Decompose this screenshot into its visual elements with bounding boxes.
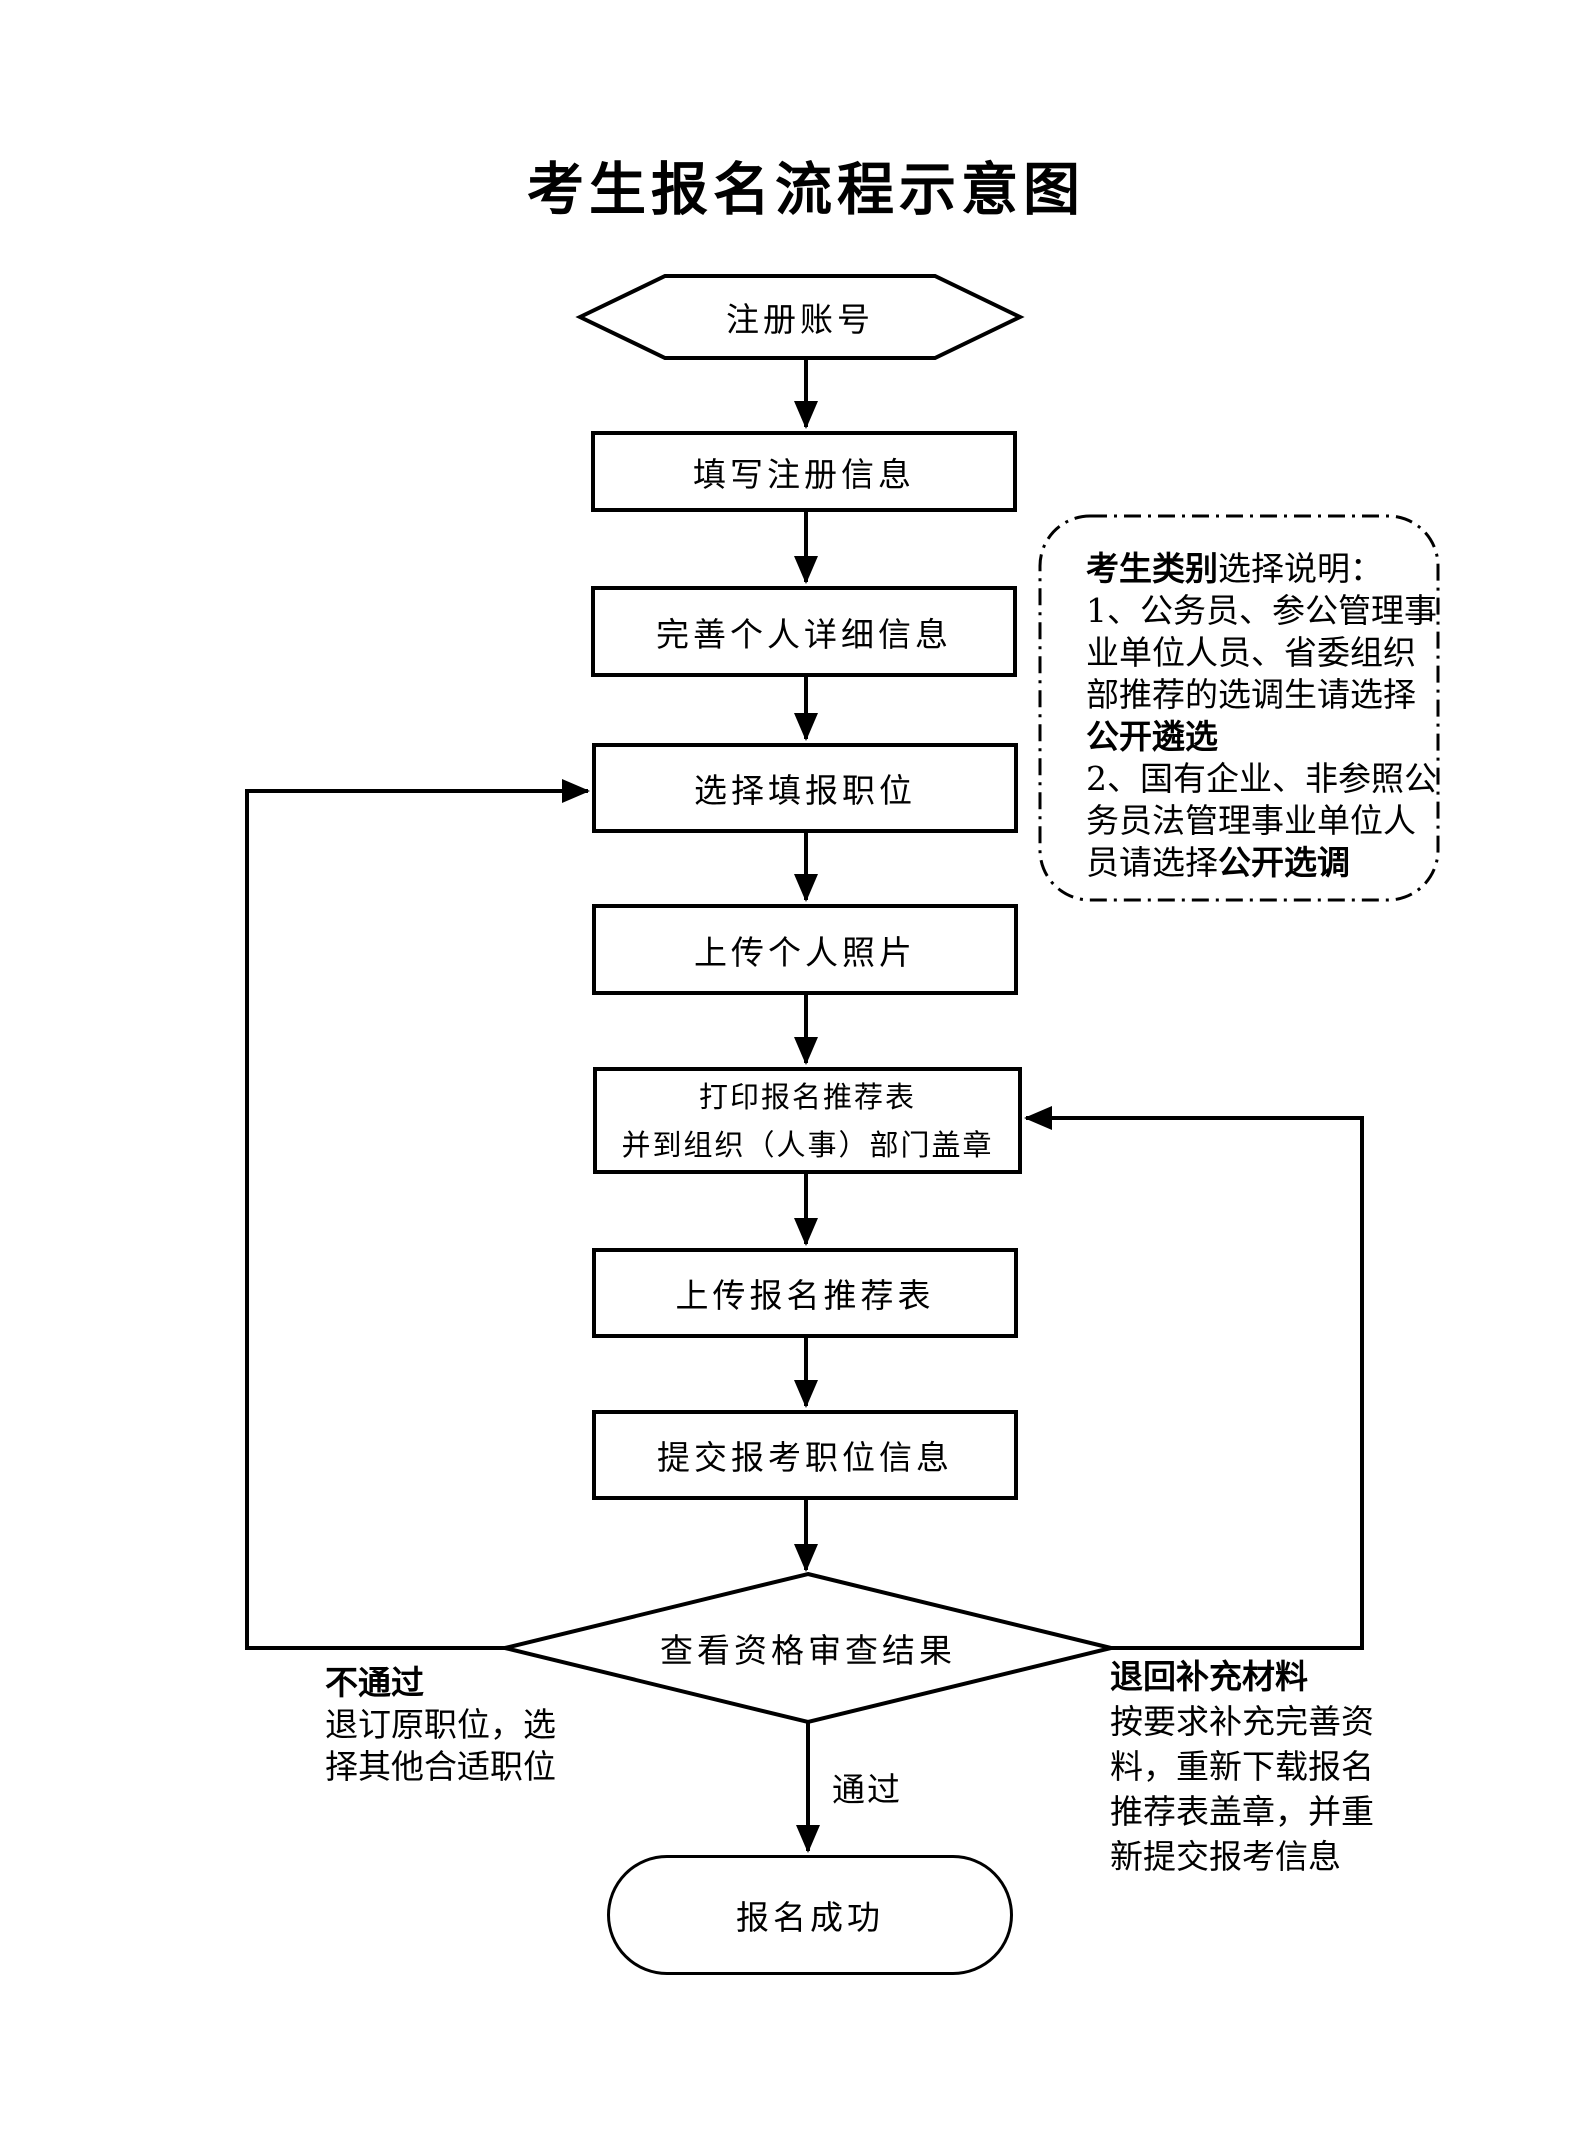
note-line: 业单位人员、省委组织 xyxy=(1086,633,1416,672)
branch-pass-label: 通过 xyxy=(832,1770,902,1809)
branch-return-line: 新提交报考信息 xyxy=(1110,1837,1341,1876)
branch-return-title: 退回补充材料 xyxy=(1110,1657,1308,1696)
process-box-submit-info: 提交报考职位信息 xyxy=(592,1410,1018,1500)
branch-return-line: 料，重新下载报名 xyxy=(1110,1747,1374,1786)
process-box-label: 提交报考职位信息 xyxy=(657,1438,953,1477)
process-box-complete-details: 完善个人详细信息 xyxy=(591,586,1017,677)
end-label: 报名成功 xyxy=(736,1898,884,1937)
note-line: 1、公务员、参公管理事 xyxy=(1086,591,1437,630)
process-box-upload-form: 上传报名推荐表 xyxy=(592,1248,1018,1338)
note-item2-bold: 公开选调 xyxy=(1218,843,1350,882)
note-line: 2、国有企业、非参照公 xyxy=(1086,759,1437,798)
return-loop-path xyxy=(1024,1106,1364,1650)
start-hexagon-shape xyxy=(575,274,1025,360)
start-hexagon-label: 注册账号 xyxy=(726,300,874,339)
note-heading-rest: 选择说明： xyxy=(1218,549,1383,588)
process-box-label: 打印报名推荐表 xyxy=(698,1079,916,1114)
note-item1-bold: 公开遴选 xyxy=(1086,717,1218,756)
note-box-border xyxy=(1038,514,1440,902)
process-box-label: 填写注册信息 xyxy=(693,454,915,494)
branch-fail-title: 不通过 xyxy=(325,1663,424,1702)
process-box-label: 选择填报职位 xyxy=(694,771,916,810)
note-heading-bold: 考生类别 xyxy=(1086,549,1218,588)
note-item2-rest: 员请选择 xyxy=(1086,843,1218,882)
note-last-line: 员请选择公开选调 xyxy=(1086,842,1437,884)
process-box-label: 上传报名推荐表 xyxy=(675,1276,935,1315)
branch-return-line: 按要求补充完善资 xyxy=(1110,1702,1374,1741)
process-box-label: 完善个人详细信息 xyxy=(656,614,952,654)
fail-loop-path xyxy=(245,779,590,1650)
note-line: 务员法管理事业单位人 xyxy=(1086,801,1416,840)
branch-fail-label: 不通过 退订原职位，选 择其他合适职位 xyxy=(325,1662,556,1788)
end-stadium: 报名成功 xyxy=(607,1855,1013,1975)
decision-diamond-label: 查看资格审查结果 xyxy=(660,1631,956,1670)
branch-fail-line: 退订原职位，选 xyxy=(325,1705,556,1744)
branch-return-line: 推荐表盖章，并重 xyxy=(1110,1792,1374,1831)
process-box-print-form: 打印报名推荐表 并到组织（人事）部门盖章 xyxy=(593,1067,1022,1174)
note-line: 部推荐的选调生请选择 xyxy=(1086,675,1416,714)
process-box-label-line2: 并到组织（人事）部门盖章 xyxy=(621,1127,994,1162)
branch-return-label: 退回补充材料 按要求补充完善资 料，重新下载报名 推荐表盖章，并重 新提交报考信… xyxy=(1110,1654,1374,1879)
process-box-label: 上传个人照片 xyxy=(694,932,916,972)
branch-fail-line: 择其他合适职位 xyxy=(325,1747,556,1786)
note-heading: 考生类别选择说明： xyxy=(1086,548,1437,590)
process-box-upload-photo: 上传个人照片 xyxy=(592,904,1018,995)
page-title: 考生报名流程示意图 xyxy=(527,156,1085,223)
process-box-choose-position: 选择填报职位 xyxy=(592,743,1018,833)
note-box-text: 考生类别选择说明： 1、公务员、参公管理事 业单位人员、省委组织 部推荐的选调生… xyxy=(1086,548,1437,884)
process-box-fill-registration: 填写注册信息 xyxy=(591,431,1017,512)
